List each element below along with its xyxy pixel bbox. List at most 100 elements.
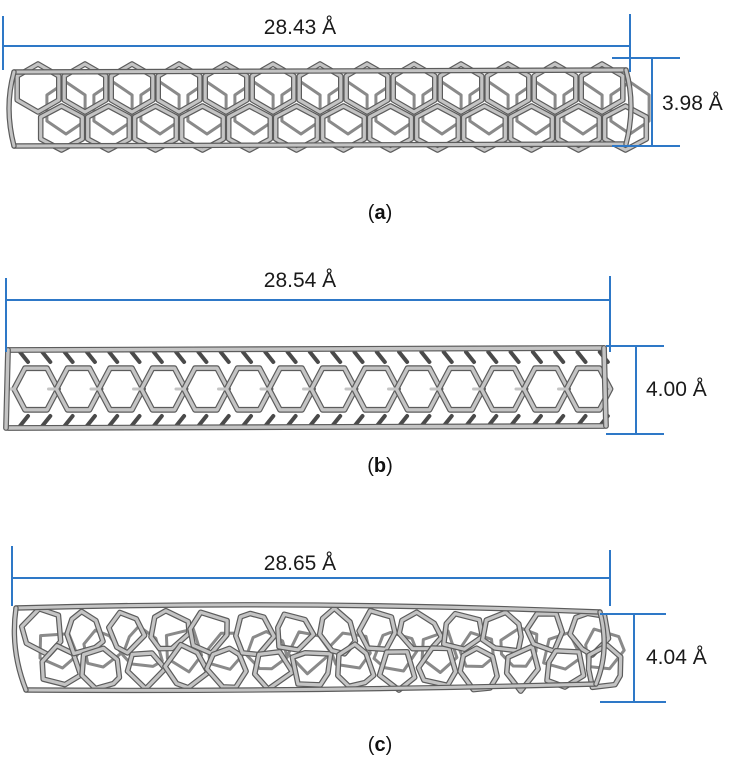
front-ring-bot-12 bbox=[603, 104, 648, 152]
front-ring-bot-13 bbox=[587, 643, 623, 689]
back-stub-top-16 bbox=[374, 350, 387, 364]
caption-letter-b: b bbox=[374, 455, 386, 477]
front-ring-top-2 bbox=[107, 610, 147, 655]
front-ring-bot-10 bbox=[509, 104, 554, 152]
back-stub-bot-1 bbox=[40, 414, 53, 428]
back-stub-bot-0 bbox=[18, 414, 30, 428]
caption-letter-a: a bbox=[374, 202, 386, 224]
front-ring-bot-0 bbox=[39, 104, 84, 152]
back-ring-5 bbox=[280, 80, 322, 136]
back-stub-top-0 bbox=[18, 350, 30, 364]
front-ring-top-11 bbox=[481, 610, 523, 653]
tube-a bbox=[6, 61, 651, 153]
back-stub-top-12 bbox=[285, 350, 298, 364]
tube-c bbox=[11, 602, 626, 694]
back-ring-13 bbox=[584, 627, 626, 671]
cap-right bbox=[624, 68, 633, 146]
front-ring-top-3 bbox=[156, 62, 202, 114]
front-ring-top-1 bbox=[65, 609, 105, 656]
back-stub-top-7 bbox=[174, 350, 187, 364]
diameter-label-b: 4.00 Å bbox=[646, 378, 707, 401]
back-stub-top-5 bbox=[129, 350, 142, 364]
front-ring-top-8 bbox=[391, 62, 437, 114]
back-stub-top-17 bbox=[397, 350, 410, 364]
length-label-a: 28.43 Å bbox=[264, 16, 336, 39]
caption-b: (b) bbox=[367, 455, 393, 477]
back-stub-top-14 bbox=[330, 350, 343, 364]
front-ring-top-9 bbox=[397, 610, 444, 651]
back-stub-bot-3 bbox=[84, 414, 97, 428]
front-ring-top-10 bbox=[442, 612, 484, 651]
front-ring-top-0 bbox=[15, 62, 61, 114]
back-ring-0 bbox=[45, 80, 87, 136]
front-ring-top-9 bbox=[438, 62, 484, 114]
back-stub-top-22 bbox=[508, 350, 521, 364]
front-ring-top-12 bbox=[579, 62, 625, 114]
back-stub-top-2 bbox=[62, 350, 75, 364]
front-ring-bot-5 bbox=[274, 104, 319, 152]
front-ring-bot-9 bbox=[416, 646, 458, 687]
front-ring-bot-6 bbox=[290, 651, 333, 687]
tube-b bbox=[3, 345, 614, 431]
back-stub-top-23 bbox=[530, 350, 543, 364]
back-stub-top-18 bbox=[419, 350, 432, 364]
back-ring-11 bbox=[562, 80, 604, 136]
length-label-c: 28.65 Å bbox=[264, 552, 336, 575]
diameter-label-a: 3.98 Å bbox=[662, 92, 723, 115]
length-dimension-a: 28.43 Å bbox=[2, 14, 631, 72]
back-ring-3 bbox=[186, 80, 228, 136]
cap-right bbox=[594, 610, 606, 686]
back-ring-8 bbox=[421, 80, 463, 136]
back-stub-top-1 bbox=[40, 350, 53, 364]
caption-letter-c: c bbox=[374, 734, 385, 756]
back-ring-7 bbox=[374, 80, 416, 136]
length-dimension-c: 28.65 Å bbox=[11, 546, 611, 606]
panel-b: 28.54 Å 4.00 Å (b) bbox=[3, 269, 707, 477]
back-stub-top-21 bbox=[486, 350, 499, 364]
front-ring-bot-4 bbox=[205, 646, 248, 689]
back-stub-top-25 bbox=[575, 350, 588, 364]
caption-c: (c) bbox=[368, 734, 392, 756]
front-ring-top-6 bbox=[276, 612, 316, 652]
back-stub-bot-5 bbox=[129, 414, 142, 428]
front-ring-bot-3 bbox=[180, 104, 225, 152]
front-ring-top-3 bbox=[149, 609, 191, 651]
back-stub-top-8 bbox=[196, 350, 209, 364]
back-stub-top-15 bbox=[352, 350, 365, 364]
back-stub-bot-2 bbox=[62, 414, 75, 428]
rail-top bbox=[14, 603, 602, 614]
back-ring-10 bbox=[515, 80, 557, 136]
back-stub-bot-4 bbox=[107, 414, 120, 428]
length-dimension-b: 28.54 Å bbox=[5, 269, 611, 352]
rail-bottom bbox=[24, 682, 598, 692]
diameter-label-c: 4.04 Å bbox=[646, 646, 707, 669]
back-ring-2 bbox=[139, 80, 181, 136]
cap-left bbox=[12, 606, 28, 692]
back-stub-top-3 bbox=[84, 350, 97, 364]
diameter-dimension-b: 4.00 Å bbox=[606, 345, 707, 435]
rail-top bbox=[12, 68, 628, 74]
length-label-b: 28.54 Å bbox=[264, 269, 336, 292]
back-stub-top-24 bbox=[553, 350, 566, 364]
front-ring-bot-4 bbox=[227, 104, 272, 152]
front-ring-bot-5 bbox=[253, 650, 295, 691]
back-stub-bot-8 bbox=[196, 414, 209, 428]
front-ring-top-4 bbox=[203, 62, 249, 114]
back-stub-top-20 bbox=[464, 350, 476, 364]
front-ring-bot-7 bbox=[368, 104, 413, 152]
front-ring-top-7 bbox=[344, 62, 390, 114]
front-ring-bot-1 bbox=[80, 646, 121, 691]
front-ring-bot-9 bbox=[462, 104, 507, 152]
back-ring-9 bbox=[468, 80, 510, 136]
front-ring-bot-2-shadow bbox=[124, 650, 168, 692]
back-stub-top-10 bbox=[241, 350, 253, 364]
panel-c: 28.65 Å 4.04 Å (c) bbox=[11, 546, 707, 756]
back-stub-top-6 bbox=[151, 350, 164, 364]
back-stub-top-9 bbox=[218, 350, 231, 364]
front-ring-bot-11 bbox=[556, 104, 601, 152]
front-ring-top-1 bbox=[62, 62, 108, 114]
back-stub-bot-9 bbox=[218, 414, 231, 428]
back-stub-top-19 bbox=[441, 350, 454, 364]
front-ring-bot-7 bbox=[336, 642, 376, 688]
